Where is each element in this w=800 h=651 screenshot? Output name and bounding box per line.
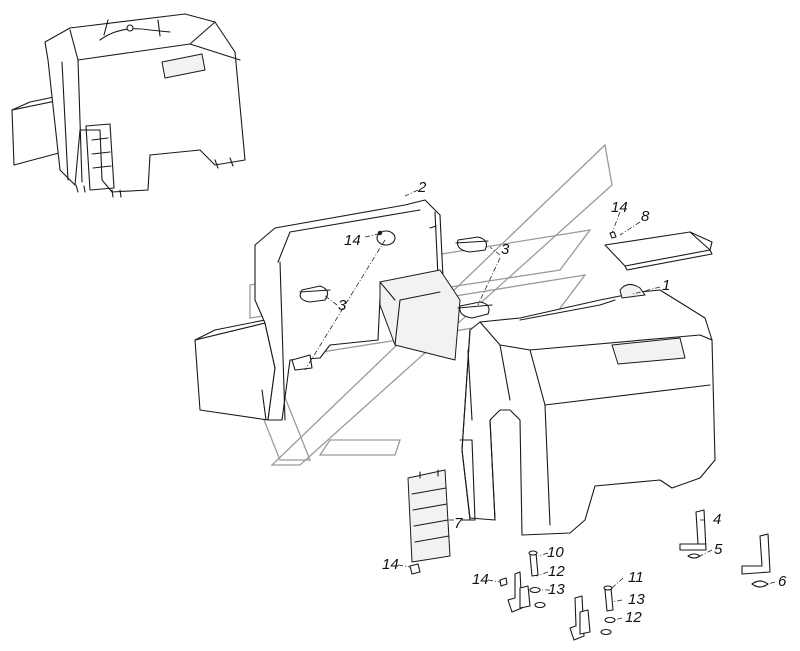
callout-2: 2 — [417, 179, 427, 196]
callout-12a: 12 — [548, 563, 565, 580]
callout-14d: 14 — [472, 571, 489, 588]
callout-13b: 13 — [628, 591, 645, 608]
part-2-rear-cover — [194, 199, 461, 421]
callout-10: 10 — [547, 544, 564, 561]
callout-14c: 14 — [382, 556, 399, 573]
callout-3b: 3 — [338, 297, 347, 314]
callouts: 1 2 3 3 4 5 6 7 8 10 11 12 12 13 13 14 1… — [338, 179, 787, 626]
part-3-clamps — [291, 236, 493, 371]
callout-14a: 14 — [344, 232, 361, 249]
callout-4: 4 — [713, 511, 721, 528]
leader-lines — [304, 189, 776, 621]
callout-11: 11 — [628, 569, 644, 586]
callout-14b: 14 — [611, 199, 628, 216]
assembled-view — [11, 13, 246, 198]
callout-7: 7 — [454, 515, 463, 532]
callout-1: 1 — [662, 277, 670, 294]
brackets-right — [679, 509, 771, 588]
part-7-flap — [407, 469, 451, 563]
callout-8: 8 — [641, 208, 650, 225]
part-8-plate — [604, 231, 713, 271]
callout-5: 5 — [714, 541, 723, 558]
callout-12b: 12 — [625, 609, 642, 626]
brackets-bottom — [409, 550, 616, 641]
callout-13a: 13 — [548, 581, 565, 598]
part-1-front-cover — [459, 284, 716, 536]
callout-3a: 3 — [501, 241, 510, 258]
callout-6: 6 — [778, 573, 787, 590]
